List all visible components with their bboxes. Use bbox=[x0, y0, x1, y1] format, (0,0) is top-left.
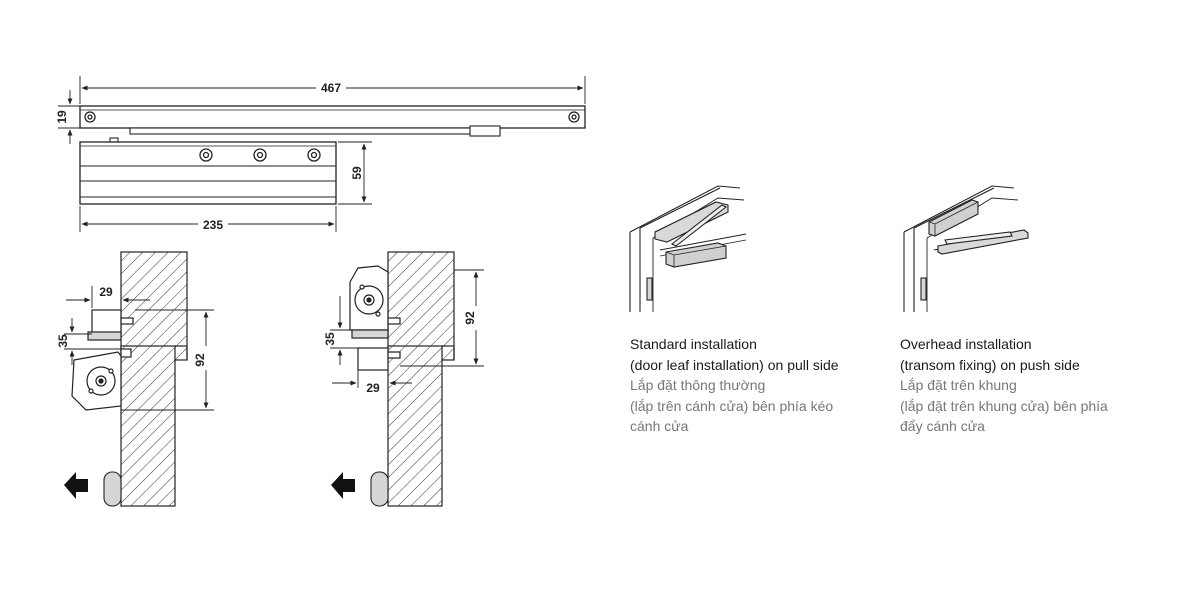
frame-section-right bbox=[387, 251, 455, 361]
dimension-body-height bbox=[338, 141, 372, 205]
door-handle bbox=[103, 471, 122, 507]
caption-standard-vi-3: cánh cửa bbox=[630, 418, 689, 434]
dimension-left-offset bbox=[66, 286, 150, 308]
frame-section bbox=[120, 251, 188, 361]
caption-overhead-vi-1: Lắp đặt trên khung bbox=[900, 377, 1017, 393]
dimension-right-gap bbox=[330, 296, 358, 365]
caption-standard-installation: Standard installation (door leaf install… bbox=[630, 334, 890, 437]
dimension-right-offset bbox=[332, 370, 412, 388]
door-leaf-section bbox=[120, 345, 176, 507]
dim-label-467: 467 bbox=[321, 81, 341, 95]
caption-standard-en-1: Standard installation bbox=[630, 336, 757, 352]
sliding-arm bbox=[109, 125, 501, 143]
dim-label-235: 235 bbox=[203, 218, 223, 232]
section-view-pull-side: 29 35 92 bbox=[56, 251, 214, 507]
door-handle-right bbox=[370, 471, 389, 507]
dim-label-left-92: 92 bbox=[193, 353, 207, 367]
rail-section bbox=[87, 309, 134, 358]
dim-label-left-35: 35 bbox=[56, 334, 70, 348]
door-leaf-section-right bbox=[387, 345, 443, 507]
dim-label-right-29: 29 bbox=[366, 381, 380, 395]
caption-overhead-vi-3: đẩy cánh cửa bbox=[900, 418, 985, 434]
dim-label-right-35: 35 bbox=[323, 332, 337, 346]
caption-standard-vi-2: (lắp trên cánh cửa) bên phía kéo bbox=[630, 397, 834, 414]
dimension-left-gap bbox=[64, 318, 121, 365]
caption-overhead-en-1: Overhead installation bbox=[900, 336, 1032, 352]
section-view-push-side: 35 29 92 bbox=[323, 251, 484, 507]
dim-label-19: 19 bbox=[55, 110, 69, 124]
rail-section-right bbox=[357, 347, 401, 371]
closer-body bbox=[79, 141, 337, 205]
closer-section-right bbox=[349, 265, 401, 339]
caption-standard-en-2: (door leaf installation) on pull side bbox=[630, 356, 839, 373]
dimension-rail-height bbox=[58, 90, 80, 144]
dim-label-left-29: 29 bbox=[99, 285, 113, 299]
caption-overhead-vi-2: (lắp đặt trên khung cửa) bên phía bbox=[900, 397, 1108, 414]
caption-overhead-installation: Overhead installation (transom fixing) o… bbox=[900, 334, 1170, 437]
perspective-overhead-installation bbox=[903, 185, 1029, 312]
closer-section bbox=[71, 351, 122, 411]
caption-overhead-en-2: (transom fixing) on push side bbox=[900, 356, 1080, 373]
push-direction-arrow-icon bbox=[331, 472, 355, 499]
dim-label-59: 59 bbox=[350, 166, 364, 180]
top-elevation-view: 467 19 59 235 bbox=[55, 76, 586, 232]
slide-rail bbox=[79, 105, 586, 129]
dim-label-right-92: 92 bbox=[463, 311, 477, 325]
perspective-standard-installation bbox=[629, 185, 747, 312]
pull-direction-arrow-icon bbox=[64, 472, 88, 499]
caption-standard-vi-1: Lắp đặt thông thường bbox=[630, 377, 766, 393]
